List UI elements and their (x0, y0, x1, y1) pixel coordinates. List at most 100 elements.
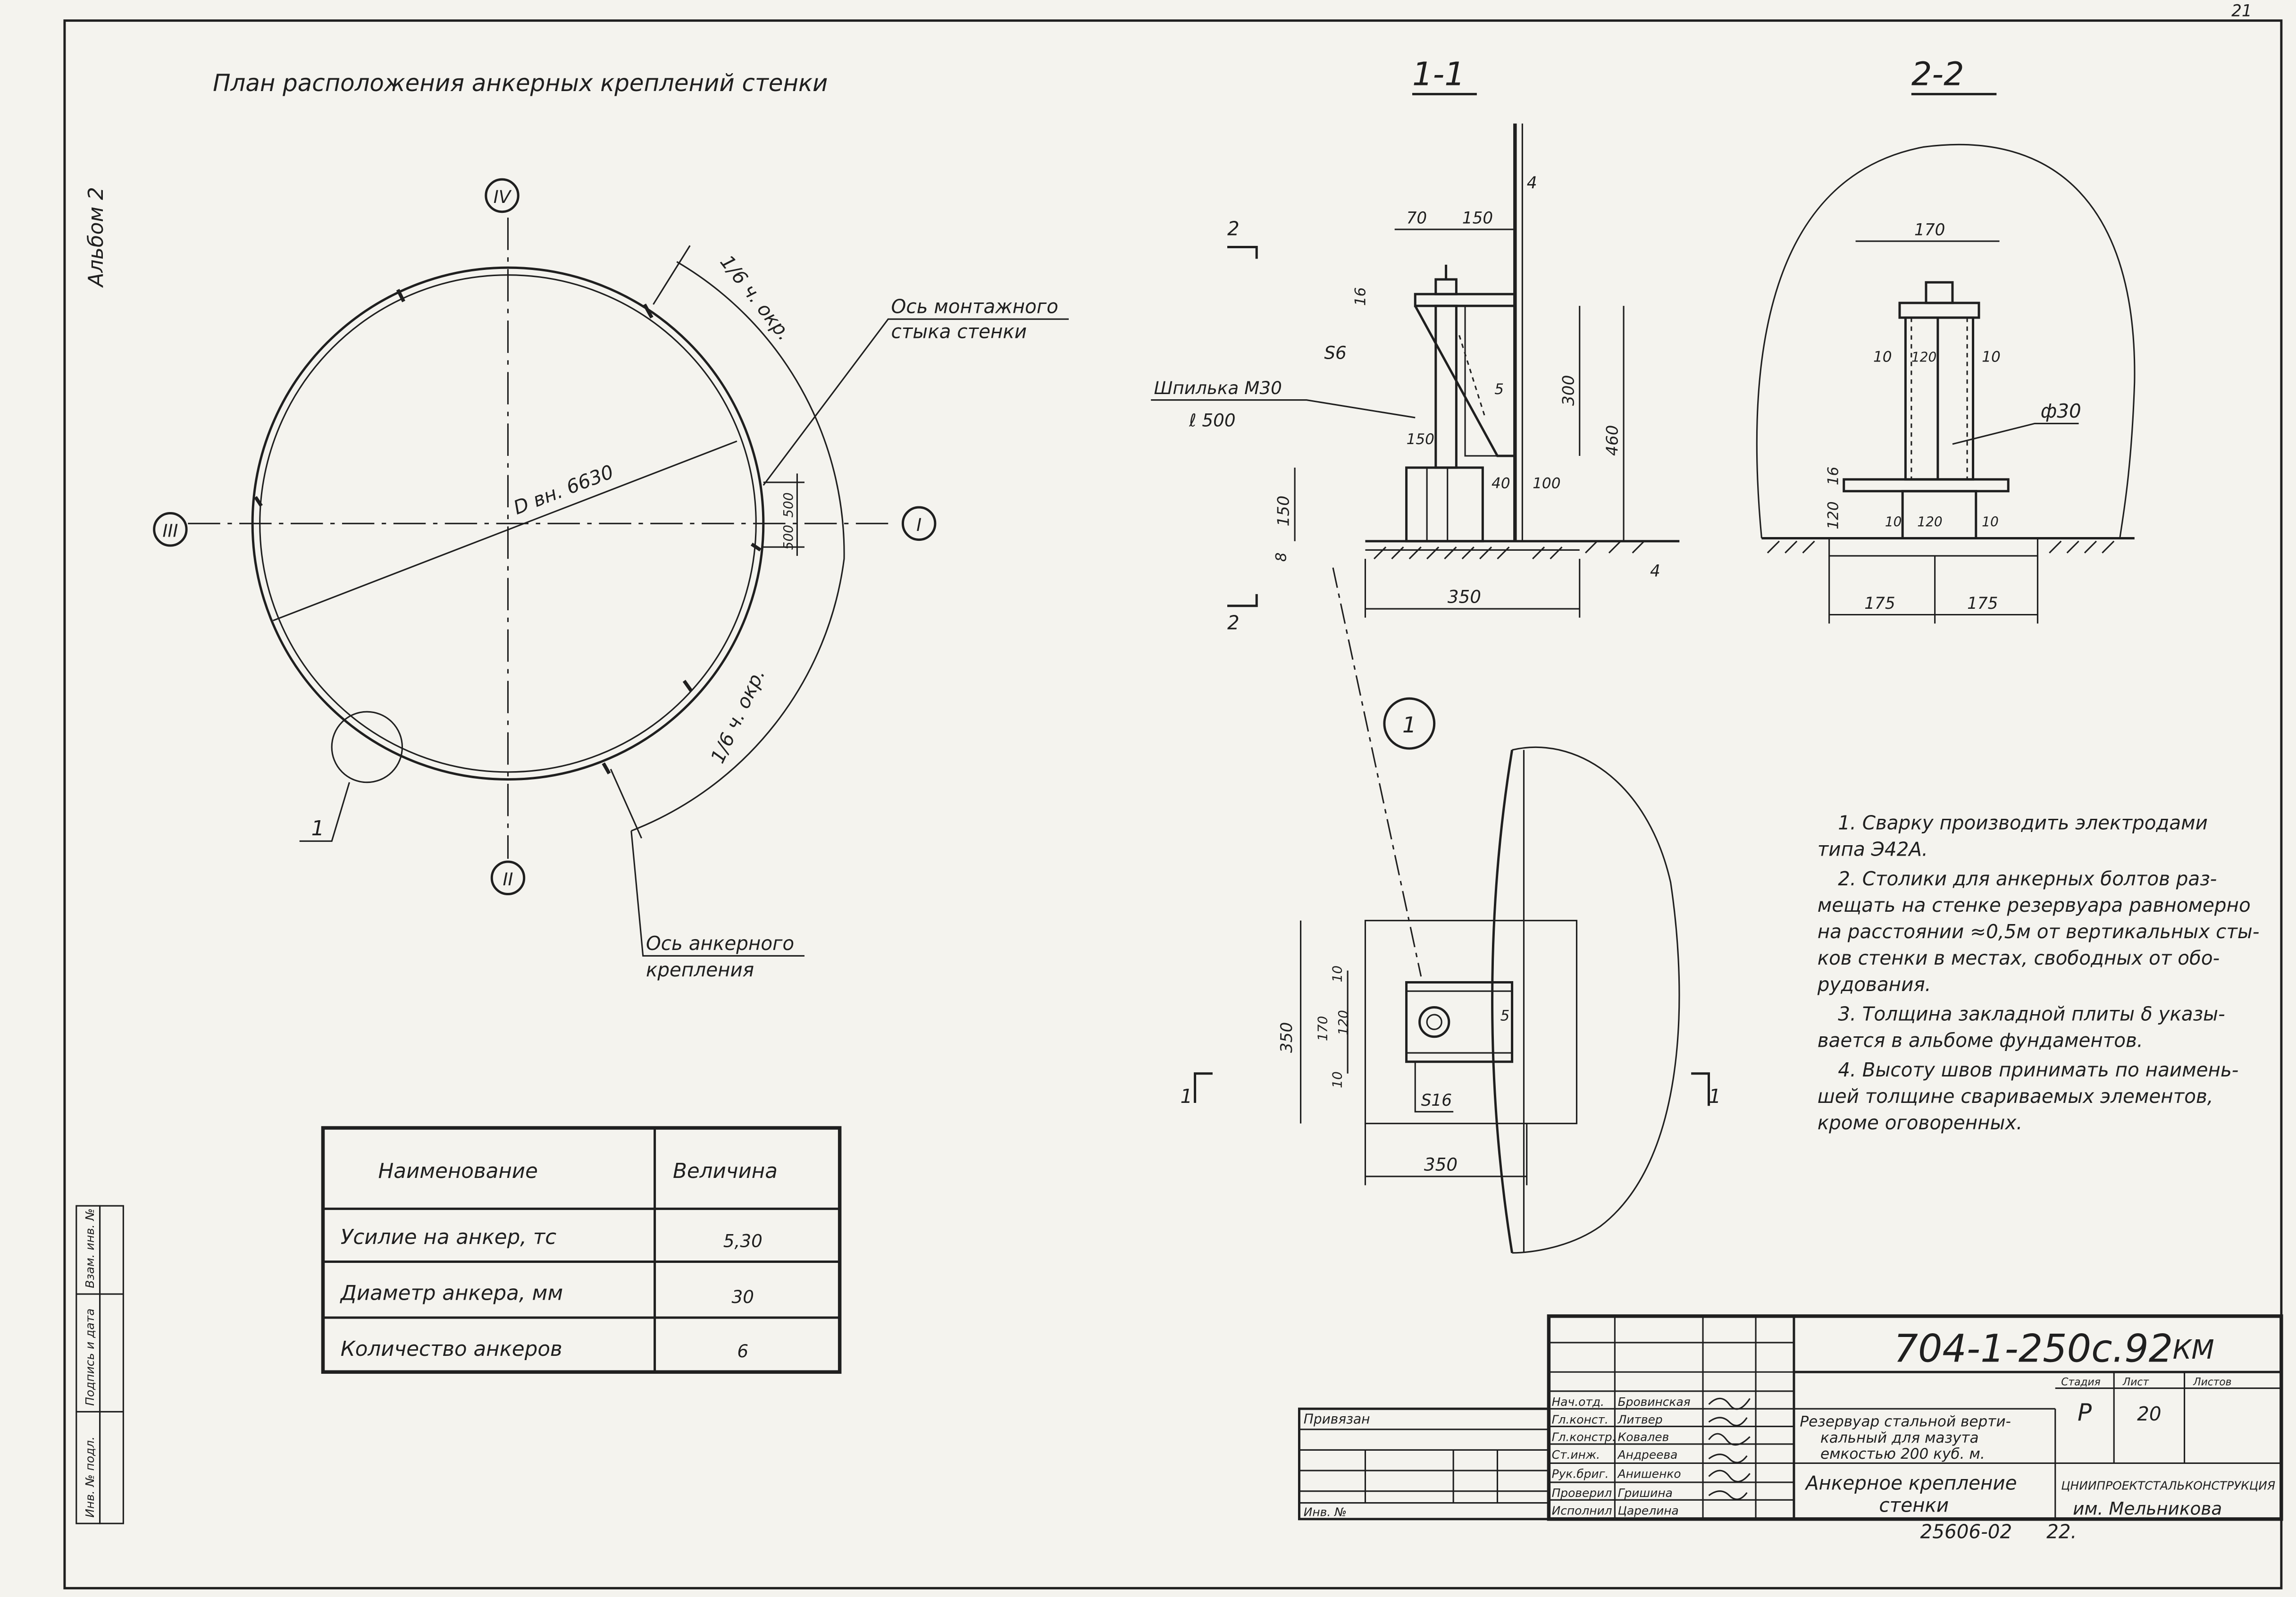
svg-text:120: 120 (1825, 501, 1842, 529)
svg-text:им. Мельникова: им. Мельникова (2073, 1498, 2222, 1519)
svg-text:120: 120 (1335, 1010, 1351, 1035)
svg-text:70: 70 (1407, 209, 1427, 228)
svg-text:ЦНИИПРОЕКТСТАЛЬКОНСТРУКЦИЯ: ЦНИИПРОЕКТСТАЛЬКОНСТРУКЦИЯ (2061, 1479, 2275, 1493)
svg-text:10: 10 (1982, 349, 2001, 366)
svg-text:S16: S16 (1421, 1091, 1452, 1110)
svg-text:Нач.отд.: Нач.отд. (1552, 1395, 1604, 1409)
svg-text:1: 1 (1402, 713, 1416, 738)
arc-dimension (631, 261, 845, 832)
svg-text:1: 1 (311, 817, 325, 841)
section-1-1-title: 1-1 (1412, 56, 1465, 93)
anchor-axis-leader: Ось анкерного крепления (630, 831, 804, 981)
svg-text:Царелина: Царелина (1618, 1504, 1679, 1517)
drawing-code: 704-1-250с.92 (1894, 1327, 2173, 1371)
axis-bubble-II: II (490, 860, 526, 896)
anchor-table: Наименование Величина Усилие на анкер, т… (321, 1126, 842, 1374)
svg-text:мещать на стенке резервуара ра: мещать на стенке резервуара равномерно (1818, 894, 2251, 916)
svg-text:крепления: крепления (646, 958, 754, 981)
table-header-name: Наименование (378, 1160, 538, 1183)
svg-text:типа Э42А.: типа Э42А. (1818, 838, 1928, 860)
svg-text:2. Столики для анкерных болтов: 2. Столики для анкерных болтов раз- (1838, 867, 2217, 890)
svg-text:Резервуар стальной верти-: Резервуар стальной верти- (1800, 1413, 2011, 1430)
svg-text:Ось монтажного: Ось монтажного (891, 295, 1058, 318)
diameter-line (273, 440, 737, 622)
svg-text:10: 10 (1330, 966, 1345, 983)
svg-text:Проверил: Проверил (1552, 1486, 1612, 1500)
svg-text:6: 6 (737, 1341, 748, 1362)
svg-text:10: 10 (1873, 349, 1892, 366)
svg-text:IV: IV (494, 186, 512, 207)
svg-text:20: 20 (2137, 1403, 2161, 1425)
svg-text:Гл.конст.: Гл.конст. (1552, 1412, 1609, 1426)
svg-text:150: 150 (1274, 496, 1293, 526)
svg-text:2: 2 (1227, 218, 1240, 240)
section-1-1: 1-1 2 2 4 4 5 (1151, 56, 1680, 634)
svg-text:500: 500 (780, 492, 796, 518)
svg-text:170: 170 (1315, 1016, 1331, 1042)
svg-text:вается в альбоме фундаментов.: вается в альбоме фундаментов. (1818, 1029, 2143, 1052)
section-2-2-break-outline (1756, 143, 2136, 538)
svg-text:кроме оговоренных.: кроме оговоренных. (1818, 1111, 2023, 1134)
svg-text:10: 10 (1885, 514, 1902, 530)
svg-text:Анишенко: Анишенко (1617, 1467, 1681, 1481)
section-2-2-title: 2-2 (1911, 56, 1964, 93)
svg-text:Количество анкеров: Количество анкеров (341, 1337, 562, 1361)
svg-text:175: 175 (1864, 594, 1895, 613)
detail-1: 1 5 350 10 170 120 10 S16 350 1 1 (1180, 567, 1721, 1254)
svg-text:Привязан: Привязан (1304, 1411, 1370, 1427)
archive-number: 25606-02 (1920, 1520, 2012, 1543)
svg-text:4: 4 (1527, 174, 1537, 193)
svg-text:Рук.бриг.: Рук.бриг. (1552, 1467, 1609, 1481)
svg-text:Подпись и дата: Подпись и дата (83, 1309, 97, 1406)
svg-text:III: III (162, 520, 178, 541)
plan-title: План расположения анкерных креплений сте… (213, 69, 828, 97)
svg-text:Усилие на анкер, тс: Усилие на анкер, тс (341, 1226, 556, 1249)
svg-text:10: 10 (1330, 1071, 1345, 1088)
svg-text:I: I (916, 514, 922, 535)
svg-text:4: 4 (1650, 562, 1660, 580)
svg-text:Лист: Лист (2122, 1376, 2149, 1388)
svg-text:150: 150 (1407, 431, 1434, 448)
svg-text:Исполнил: Исполнил (1552, 1504, 1612, 1517)
svg-text:на расстоянии ≈0,5м от вертика: на расстоянии ≈0,5м от вертикальных сты- (1818, 920, 2260, 943)
svg-text:500: 500 (780, 525, 796, 550)
svg-text:2: 2 (1227, 612, 1240, 634)
svg-text:Ось анкерного: Ось анкерного (646, 932, 794, 955)
svg-text:8: 8 (1273, 552, 1290, 562)
drawing-mark: КМ (2173, 1335, 2214, 1365)
detail-callout: 1 (299, 711, 403, 842)
svg-text:120: 120 (1917, 514, 1942, 530)
detail-1-marker (1383, 697, 1436, 750)
svg-text:150: 150 (1462, 209, 1493, 228)
svg-text:Бровинская: Бровинская (1618, 1395, 1691, 1409)
sheet-corner-number: 21 (2231, 1, 2252, 20)
side-stamp: Взам. инв. № Подпись и дата Инв. № подл. (75, 1205, 124, 1524)
svg-text:ков стенки в местах, свободных: ков стенки в местах, свободных от обо- (1818, 947, 2220, 969)
axis-bubble-III: III (153, 512, 188, 547)
svg-text:Стадия: Стадия (2061, 1376, 2100, 1388)
svg-text:175: 175 (1967, 594, 1998, 613)
svg-text:Андреева: Андреева (1617, 1448, 1678, 1462)
svg-text:16: 16 (1352, 287, 1369, 306)
svg-text:II: II (503, 869, 513, 890)
svg-text:Литвер: Литвер (1617, 1412, 1663, 1426)
svg-text:350: 350 (1277, 1022, 1296, 1053)
archive-sheet: 22. (2046, 1520, 2077, 1543)
svg-text:Р: Р (2078, 1399, 2092, 1426)
svg-text:стыка стенки: стыка стенки (891, 320, 1027, 343)
sheet-frame (63, 19, 2283, 1589)
svg-text:ℓ 500: ℓ 500 (1189, 410, 1236, 431)
seam-axis-leader: Ось монтажного стыка стенки (763, 295, 1069, 486)
svg-text:120: 120 (1911, 350, 1936, 365)
svg-text:Анкерное крепление: Анкерное крепление (1804, 1472, 2017, 1495)
table-header-value: Величина (673, 1160, 778, 1183)
svg-text:шей толщине свариваемых элемен: шей толщине свариваемых элементов, (1818, 1085, 2213, 1108)
svg-text:Инв. №: Инв. № (1304, 1505, 1347, 1519)
svg-text:1: 1 (1180, 1085, 1192, 1108)
svg-text:5: 5 (1500, 1007, 1510, 1024)
svg-text:Ст.инж.: Ст.инж. (1552, 1448, 1600, 1462)
svg-text:рудования.: рудования. (1817, 973, 1931, 996)
svg-text:5,30: 5,30 (723, 1230, 763, 1251)
svg-text:емкостью 200 куб. м.: емкостью 200 куб. м. (1820, 1446, 1985, 1463)
svg-text:1: 1 (1709, 1085, 1721, 1108)
